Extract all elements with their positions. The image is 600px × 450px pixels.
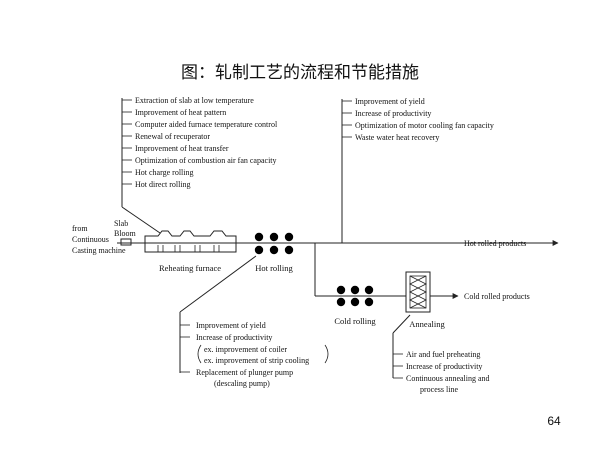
hot-measure-item: Waste water heat recovery [355, 133, 439, 142]
furnace-measure-item: Improvement of heat pattern [135, 108, 226, 117]
example-paren-left [197, 344, 202, 364]
hot-rolling-label: Hot rolling [255, 263, 293, 273]
hot-measure-item: Optimization of motor cooling fan capaci… [355, 121, 494, 130]
annealing-measure-item: Air and fuel preheating [406, 350, 480, 359]
page-title: 图：轧制工艺的流程和节能措施 [181, 63, 419, 83]
furnace-measure-item: Computer aided furnace temperature contr… [135, 120, 278, 129]
furnace-measure-item: Renewal of recuperator [135, 132, 210, 141]
hot-measure-item: Improvement of yield [355, 97, 425, 106]
hot-rolling-leader [179, 255, 257, 313]
hot-rolling-measure-item: Improvement of yield [196, 321, 266, 330]
roll [254, 245, 264, 255]
reheating-furnace-label: Reheating furnace [159, 263, 221, 273]
roll [284, 232, 294, 242]
hot-rolling-measure-item: Increase of productivity [196, 333, 272, 342]
cold-rolled-products-label: Cold rolled products [464, 292, 530, 301]
page-number: 64 [547, 414, 561, 428]
furnace-measure-item: Optimization of combustion air fan capac… [135, 156, 277, 165]
hot-measure-item: Increase of productivity [355, 109, 431, 118]
hot-rolling-replacement: Replacement of plunger pump [196, 368, 293, 377]
reheating-furnace-shape [144, 230, 237, 253]
roll [254, 232, 264, 242]
slab-label: Slab [114, 219, 128, 228]
source-label-line2: Continuous [72, 235, 109, 244]
roll [269, 232, 279, 242]
roll [269, 245, 279, 255]
furnace-leader [121, 206, 161, 234]
slab-block [120, 238, 132, 246]
roll [336, 285, 346, 295]
hot-rolling-example: ex. improvement of coiler [204, 345, 287, 354]
furnace-measures-ticks [122, 99, 132, 185]
furnace-measure-item: Hot direct rolling [135, 180, 191, 189]
hot-rolled-products-label: Hot rolled products [464, 239, 526, 248]
furnace-measure-item: Extraction of slab at low temperature [135, 96, 254, 105]
annealing-furnace [405, 271, 431, 313]
annealing-measure-item: process line [420, 385, 458, 394]
roll [284, 245, 294, 255]
roll [364, 297, 374, 307]
bloom-label: Bloom [114, 229, 137, 238]
furnace-measure-item: Hot charge rolling [135, 168, 194, 177]
source-label-line3: Casting machine [72, 246, 126, 255]
roll [364, 285, 374, 295]
source-label-line1: from [72, 224, 88, 233]
annealing-measure-item: Increase of productivity [406, 362, 482, 371]
hot-rolling-replacement-sub: (descaling pump) [214, 379, 270, 388]
annealing-leader [392, 314, 411, 334]
furnace-measure-item: Improvement of heat transfer [135, 144, 229, 153]
annealing-label: Annealing [409, 319, 445, 329]
annealing-measure-item: Continuous annealing and [406, 374, 490, 383]
hot-measures-ticks [342, 100, 352, 138]
annealing-measures-ticks [393, 353, 403, 379]
roll [336, 297, 346, 307]
hot-rolling-example: ex. improvement of strip cooling [204, 356, 309, 365]
hot-rolling-mill [254, 232, 294, 255]
hot-rolling-measures-ticks [180, 324, 190, 373]
cold-rolling-label: Cold rolling [334, 316, 376, 326]
roll [350, 285, 360, 295]
cold-rolling-mill [336, 285, 374, 307]
example-paren-right [324, 344, 329, 364]
roll [350, 297, 360, 307]
